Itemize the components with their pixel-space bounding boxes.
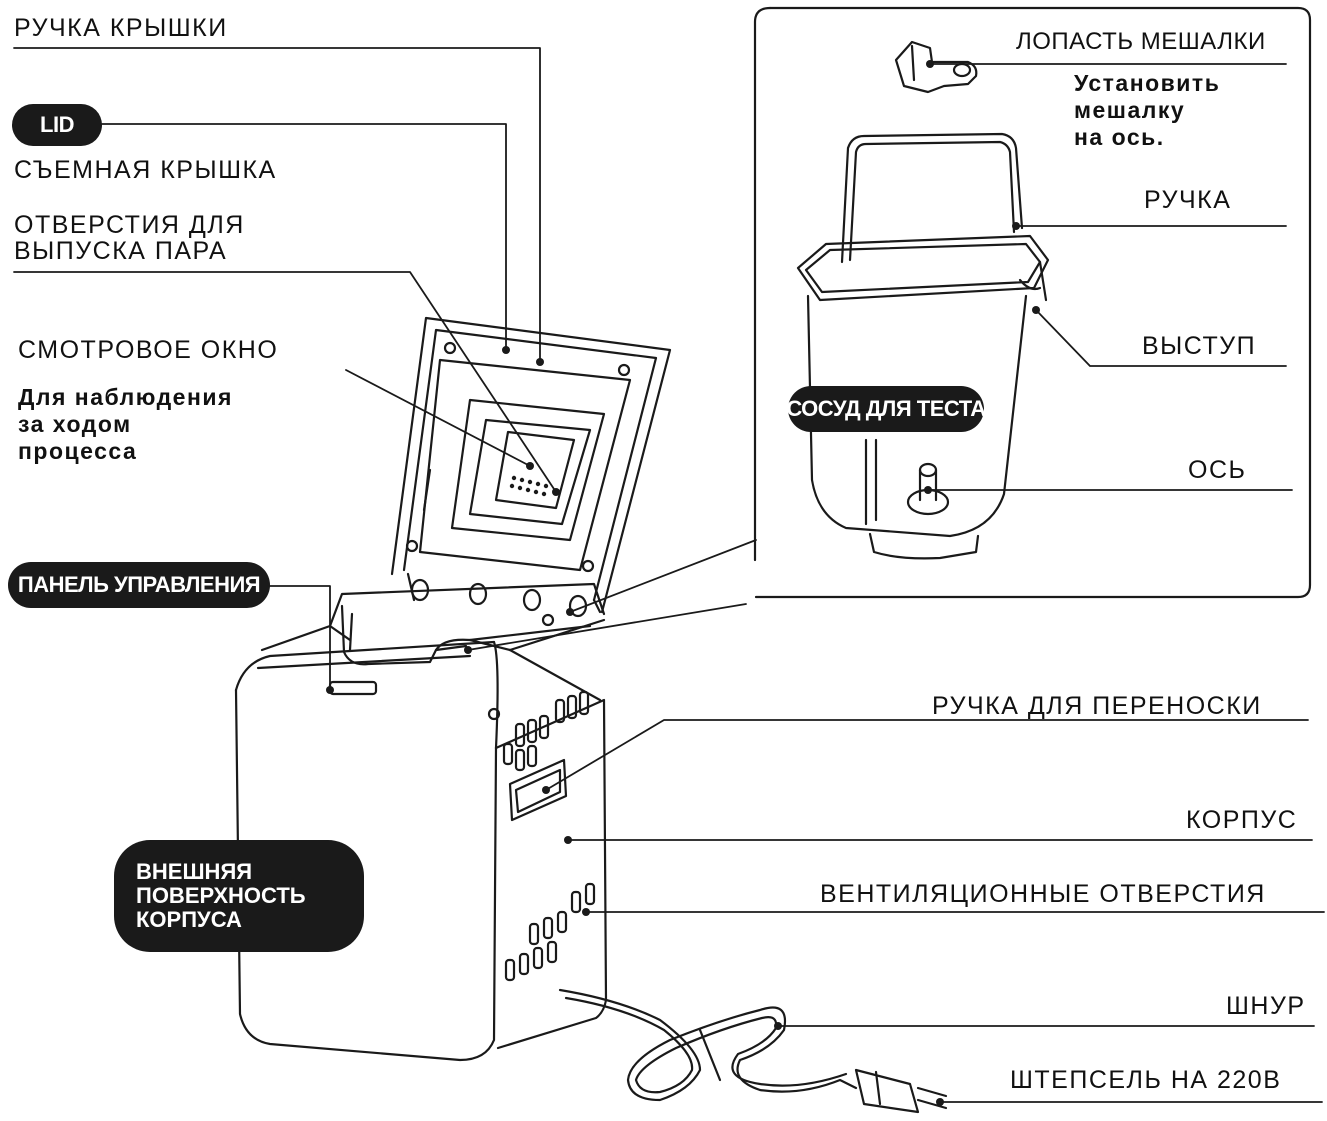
leader-dots [326, 60, 1040, 1106]
label-lid-handle: РУЧКА КРЫШКИ [14, 14, 228, 42]
label-blade-note: Установить мешалку на ось. [1074, 70, 1220, 151]
leader-removable-lid-2 [468, 604, 746, 650]
baking-pan-badge: СОСУД ДЛЯ ТЕСТА [788, 386, 984, 432]
steam-vent-dots [510, 476, 548, 496]
open-lid-shape [392, 318, 670, 625]
label-view-window: СМОТРОВОЕ ОКНО [18, 336, 278, 364]
inset-frame-left [755, 8, 770, 560]
label-vent-holes: ВЕНТИЛЯЦИОННЫЕ ОТВЕРСТИЯ [820, 880, 1266, 908]
label-kneading-blade: ЛОПАСТЬ МЕШАЛКИ [1016, 28, 1266, 56]
lid-badge: LID [12, 104, 102, 146]
label-removable-lid: СЪЕМНАЯ КРЫШКА [14, 156, 277, 184]
label-shaft: ОСЬ [1188, 456, 1246, 484]
label-carry-handle: РУЧКА ДЛЯ ПЕРЕНОСКИ [932, 692, 1262, 720]
leader-removable-lid [570, 540, 756, 612]
label-view-window-note: Для наблюдения за ходом процесса [18, 384, 233, 465]
leader-lid-handle [14, 48, 540, 362]
label-cord: ШНУР [1226, 992, 1306, 1020]
label-plug: ШТЕПСЕЛЬ НА 220В [1010, 1066, 1281, 1094]
outer-surface-badge: ВНЕШНЯЯ ПОВЕРХНОСТЬ КОРПУСА [114, 840, 364, 952]
kneading-blade-shape [896, 42, 976, 92]
inset-frame [756, 8, 1310, 597]
leader-carry [546, 720, 1308, 790]
label-protrusion: ВЫСТУП [1142, 332, 1256, 360]
control-panel-badge: ПАНЕЛЬ УПРАВЛЕНИЯ [8, 562, 270, 608]
label-body: КОРПУС [1186, 806, 1297, 834]
label-pan-handle: РУЧКА [1144, 186, 1231, 214]
baking-pan-shape [798, 134, 1048, 558]
label-steam-vents: ОТВЕРСТИЯ ДЛЯ ВЫПУСКА ПАРА [14, 212, 245, 264]
power-cord-shape [560, 990, 946, 1112]
machine-body-shape [236, 584, 606, 1060]
